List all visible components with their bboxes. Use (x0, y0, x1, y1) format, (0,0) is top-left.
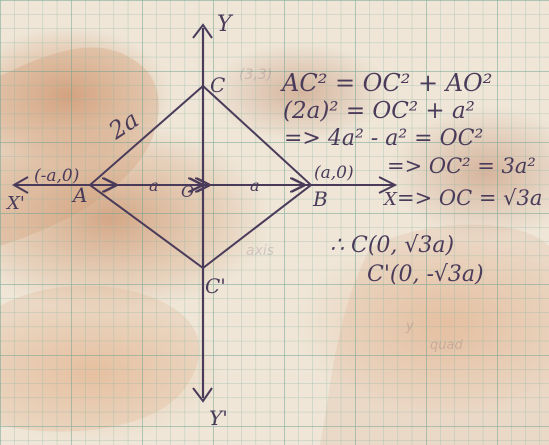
worked-solution: AC² = OC² + AO² (2a)² = OC² + a² => 4a² … (280, 69, 542, 287)
work-line-3: => 4a² - a² = OC² (284, 126, 483, 151)
rhombus (88, 84, 313, 270)
work-line-6: ∴ C(0, √3a) (330, 233, 454, 258)
svg-text:axis: axis (246, 243, 274, 259)
label-x-prime: X' (5, 193, 25, 214)
work-line-2: (2a)² = OC² + a² (283, 98, 475, 124)
label-point-a: A (71, 183, 87, 207)
label-coord-a: (-a,0) (34, 166, 79, 186)
label-y-prime: Y' (209, 406, 228, 430)
label-point-o: O (181, 182, 194, 201)
label-y: Y (217, 12, 234, 37)
work-line-1: AC² = OC² + AO² (280, 69, 492, 97)
svg-text:quad: quad (430, 338, 463, 353)
work-line-7: C'(0, -√3a) (367, 262, 484, 287)
label-point-b: B (312, 187, 328, 211)
y-arrow-bottom (192, 387, 213, 403)
y-arrow-top (192, 23, 213, 39)
svg-text:(3,3): (3,3) (239, 67, 272, 83)
svg-text:y: y (405, 319, 414, 334)
faint-background-text: (3,3) y axis quad (239, 67, 463, 353)
work-line-4: => OC² = 3a² (387, 154, 536, 178)
label-point-c-prime: C' (205, 274, 226, 298)
label-segment-ob: a (250, 176, 260, 195)
label-point-c: C (210, 73, 225, 97)
label-segment-oa: a (149, 176, 159, 195)
x-arrow-right (378, 176, 398, 194)
label-x: X (382, 189, 398, 210)
label-coord-b: (a,0) (314, 163, 354, 183)
x-arrow-left (11, 176, 29, 194)
work-line-5: => OC = √3a (397, 186, 542, 210)
